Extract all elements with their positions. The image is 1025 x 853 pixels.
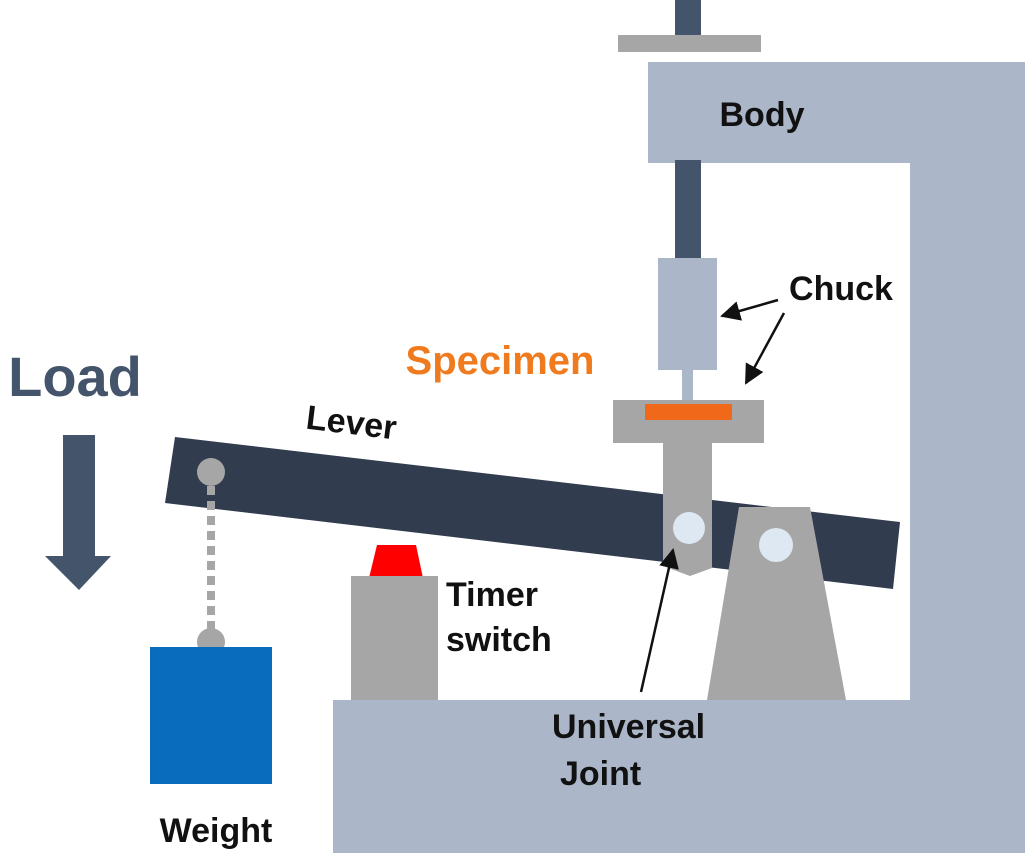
joint-label-line1: Universal xyxy=(552,708,705,746)
body-label: Body xyxy=(720,96,805,134)
weight-label: Weight xyxy=(160,812,273,850)
chuck-arrow-2 xyxy=(744,312,786,385)
timer-button xyxy=(369,545,423,578)
chuck-rod xyxy=(682,368,693,400)
chuck-label: Chuck xyxy=(789,270,893,308)
weight xyxy=(150,647,272,784)
pivot-pin xyxy=(759,528,793,562)
chuck-arrow-1 xyxy=(720,298,779,321)
timer-switch xyxy=(351,576,438,700)
pivot-support xyxy=(707,507,846,700)
timer-label-line2: switch xyxy=(446,621,552,659)
timer-label-line1: Timer xyxy=(446,576,538,614)
load-arrow-icon xyxy=(45,435,111,590)
lever-label: Lever xyxy=(304,399,399,448)
universal-joint xyxy=(613,400,764,576)
joint-pin xyxy=(673,512,705,544)
load-label: Load xyxy=(8,345,142,408)
chuck-shaft xyxy=(675,160,701,260)
joint-arrow xyxy=(639,548,679,693)
lever xyxy=(165,437,900,589)
chuck-body xyxy=(658,258,717,370)
specimen xyxy=(645,404,732,420)
hanger-top-pin xyxy=(197,458,225,486)
specimen-label: Specimen xyxy=(406,339,595,383)
joint-label-line2: Joint xyxy=(560,755,641,793)
body-frame xyxy=(333,62,1025,853)
top-handle-bar xyxy=(618,35,761,52)
